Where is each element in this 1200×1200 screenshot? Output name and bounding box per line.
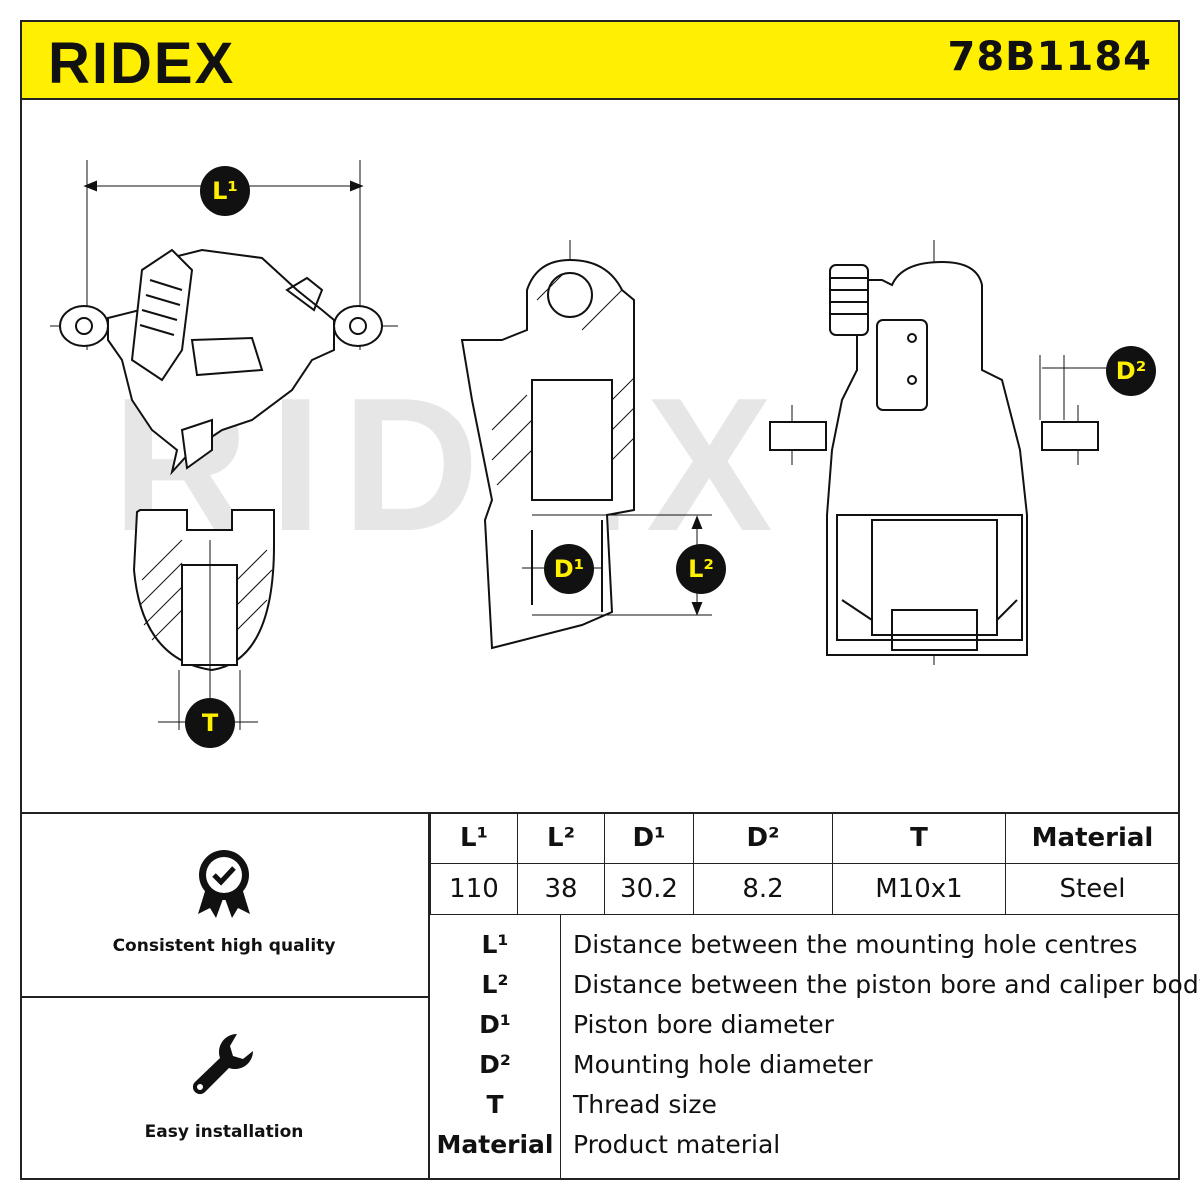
feature-quality: Consistent high quality	[20, 848, 428, 956]
features-panel: Consistent high quality Easy installatio…	[20, 812, 430, 1180]
quality-badge-icon	[198, 850, 250, 918]
spec-header-d2: D²	[693, 812, 833, 864]
spec-header-l1: L¹	[430, 812, 518, 864]
spec-header-row: L¹ L² D¹ D² T Material	[430, 812, 1180, 864]
header-bar: RIDEX 78B1184	[20, 20, 1180, 100]
spec-value-d2: 8.2	[693, 863, 833, 915]
legend-key: D²	[479, 1050, 511, 1079]
legend-key: T	[486, 1090, 504, 1119]
legend-desc: Mounting hole diameter	[573, 1050, 873, 1079]
ridex-logo-text: RIDEX	[48, 31, 235, 92]
technical-drawing: RIDEX	[22, 100, 1178, 812]
callout-d1: D¹	[544, 544, 594, 594]
callout-d2: D²	[1106, 346, 1156, 396]
legend-row-t: T Thread size	[430, 1086, 1180, 1126]
spec-value-d1: 30.2	[604, 863, 694, 915]
legend-key: L¹	[481, 930, 509, 959]
spec-value-l2: 38	[517, 863, 605, 915]
legend-desc: Distance between the mounting hole centr…	[573, 930, 1138, 959]
spec-value-material: Steel	[1005, 863, 1180, 915]
wrench-icon	[192, 1034, 254, 1095]
spec-value-row: 110 38 30.2 8.2 M10x1 Steel	[430, 863, 1180, 915]
legend-desc: Product material	[573, 1130, 781, 1159]
spec-header-material: Material	[1005, 812, 1180, 864]
caliper-side-view	[50, 160, 398, 476]
bleed-screw-section	[132, 509, 275, 730]
legend-key: Material	[436, 1130, 554, 1159]
spec-header-d1: D¹	[604, 812, 694, 864]
legend-row-material: Material Product material	[430, 1126, 1180, 1166]
legend-row-l2: L² Distance between the piston bore and …	[430, 966, 1200, 1006]
spec-table: L¹ L² D¹ D² T Material 110 38 30.2 8.2 M…	[430, 812, 1180, 915]
callout-t: T	[185, 698, 235, 748]
spec-value-t: M10x1	[832, 863, 1006, 915]
caliper-drawing: RIDEX	[50, 160, 1110, 730]
divider-features	[20, 996, 428, 998]
spec-header-t: T	[832, 812, 1006, 864]
legend-row-d1: D¹ Piston bore diameter	[430, 1006, 1180, 1046]
legend-row-d2: D² Mounting hole diameter	[430, 1046, 1180, 1086]
callout-l1: L¹	[200, 166, 250, 216]
feature-installation: Easy installation	[20, 1030, 428, 1142]
caliper-rear-view	[769, 240, 1110, 665]
ridex-logo: RIDEX	[48, 31, 235, 92]
feature-quality-label: Consistent high quality	[112, 936, 336, 956]
feature-installation-label: Easy installation	[144, 1122, 304, 1142]
legend-divider	[560, 914, 561, 1180]
legend-desc: Distance between the piston bore and cal…	[573, 970, 1200, 999]
callout-l2: L²	[676, 544, 726, 594]
legend-desc: Thread size	[573, 1090, 717, 1119]
part-number: 78B1184	[947, 34, 1152, 80]
caliper-section-view	[460, 240, 712, 650]
legend-panel: L¹ Distance between the mounting hole ce…	[430, 914, 1200, 1180]
legend-desc: Piston bore diameter	[573, 1010, 834, 1039]
legend-key: L²	[481, 970, 509, 999]
spec-header-l2: L²	[517, 812, 605, 864]
legend-key: D¹	[479, 1010, 511, 1039]
spec-value-l1: 110	[430, 863, 518, 915]
legend-row-l1: L¹ Distance between the mounting hole ce…	[430, 926, 1180, 966]
